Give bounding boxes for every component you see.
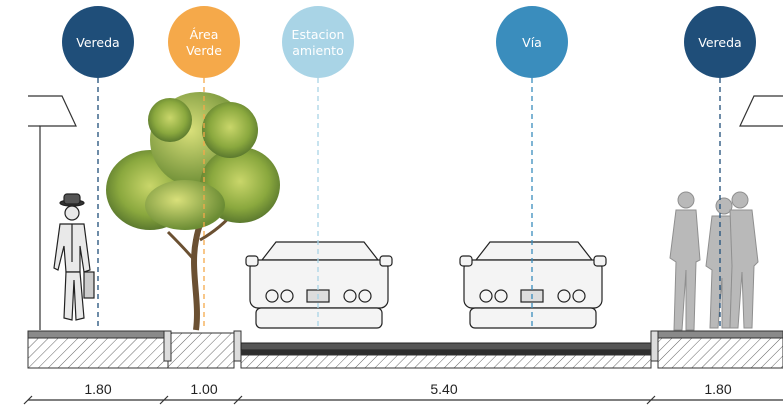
building-right bbox=[739, 95, 783, 127]
zone-label-area_verde-0: Área bbox=[190, 27, 219, 42]
zone-label-estacionamiento-0: Estacion bbox=[292, 27, 345, 42]
zone-bubble-via bbox=[496, 6, 568, 78]
zone-bubble-area_verde bbox=[168, 6, 240, 78]
zone-bubble-estacionamiento bbox=[282, 6, 354, 78]
tree-illustration bbox=[106, 92, 280, 331]
road-car-illustration bbox=[459, 241, 607, 329]
dimension-label-3: 1.80 bbox=[704, 381, 731, 397]
dimension-label-2: 5.40 bbox=[430, 381, 457, 397]
zone-label-vereda_right-0: Vereda bbox=[698, 35, 741, 50]
dimension-label-0: 1.80 bbox=[84, 381, 111, 397]
zone-label-via-0: Vía bbox=[522, 35, 542, 50]
pedestrian-man-figure bbox=[53, 193, 95, 321]
zone-bubble-vereda_left bbox=[62, 6, 134, 78]
parked-car-illustration bbox=[245, 241, 393, 329]
zone-label-area_verde-1: Verde bbox=[186, 43, 222, 58]
dimension-line bbox=[23, 395, 783, 405]
zone-bubble-vereda_right bbox=[684, 6, 756, 78]
ground-section bbox=[27, 330, 783, 369]
building-left bbox=[28, 95, 77, 330]
pedestrian-group-figures bbox=[669, 191, 759, 331]
zone-label-estacionamiento-1: amiento bbox=[292, 43, 343, 58]
zone-label-vereda_left-0: Vereda bbox=[76, 35, 119, 50]
dimension-label-1: 1.00 bbox=[190, 381, 217, 397]
